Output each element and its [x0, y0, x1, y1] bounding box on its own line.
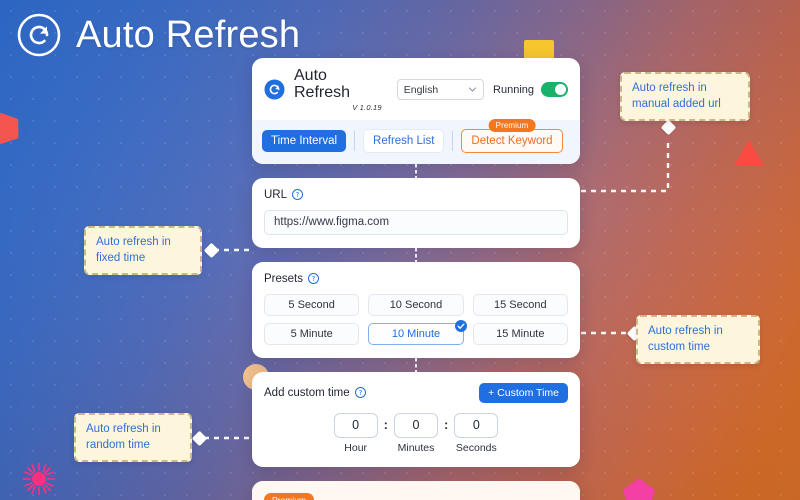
language-select[interactable]: English — [396, 79, 485, 101]
help-circle-icon[interactable]: ? — [308, 273, 319, 285]
preset-option[interactable]: 5 Second — [264, 293, 360, 316]
help-circle-icon[interactable]: ? — [354, 387, 366, 399]
toggle-knob — [555, 84, 566, 96]
tab-divider — [452, 130, 454, 151]
seconds-stepper: 0 Seconds — [454, 412, 499, 454]
time-separator: : — [383, 416, 388, 432]
minutes-stepper: 0 Minutes — [394, 412, 438, 454]
decorative-pentagon-red — [0, 108, 24, 146]
hour-stepper: 0 Hour — [333, 412, 378, 454]
presets-card-body: Presets ? 5 Second 10 Second 15 Second 5… — [252, 262, 580, 358]
minutes-input[interactable]: 0 — [394, 412, 438, 438]
hour-caption: Hour — [344, 441, 368, 454]
presets-label-row: Presets ? — [264, 273, 568, 285]
custom-time-inputs: 0 Hour : 0 Minutes : 0 Seconds — [264, 412, 568, 454]
presets-grid: 5 Second 10 Second 15 Second 5 Minute 10… — [264, 293, 568, 345]
chevron-down-icon — [468, 85, 477, 94]
app-name: Auto Refresh — [294, 67, 351, 101]
connector-diamond-random-time — [191, 430, 208, 447]
decorative-pentagon-pink — [623, 478, 655, 500]
svg-text:?: ? — [296, 191, 300, 199]
url-card-body: URL ? https://www.figma.com — [252, 178, 580, 248]
tab-refresh-list[interactable]: Refresh List — [363, 128, 445, 153]
tab-time-interval[interactable]: Time Interval — [262, 129, 347, 152]
url-label: URL — [264, 188, 288, 201]
custom-time-card-body: Add custom time ? + Custom Time 0 Hour :… — [252, 372, 580, 467]
custom-time-card: Add custom time ? + Custom Time 0 Hour :… — [252, 357, 580, 467]
callout-custom-time: Auto refresh in custom time — [636, 315, 760, 365]
add-custom-time-button[interactable]: + Custom Time — [479, 382, 568, 403]
callout-random-time: Auto refresh in random time — [74, 413, 192, 463]
tab-detect-keyword[interactable]: Premium Detect Keyword — [461, 118, 563, 153]
svg-text:?: ? — [312, 275, 316, 283]
connector-diamond-fixed-time — [203, 242, 220, 259]
preset-option[interactable]: 15 Second — [472, 293, 568, 316]
preset-option-label: 10 Minute — [391, 327, 441, 340]
help-circle-icon[interactable]: ? — [292, 189, 304, 201]
premium-badge: Premium — [488, 118, 536, 132]
presets-card: Presets ? 5 Second 10 Second 15 Second 5… — [252, 247, 580, 358]
callout-manual-added-url: Auto refresh in manual added url — [620, 72, 750, 122]
extension-panel: Auto Refresh V 1.0.19 English Running Ti… — [252, 58, 580, 500]
refresh-circle-icon — [264, 79, 285, 100]
panel-tabs: Time Interval Refresh List Premium Detec… — [252, 118, 580, 164]
refresh-circle-icon — [16, 12, 62, 58]
url-card: URL ? https://www.figma.com — [252, 163, 580, 248]
tab-detect-keyword-label: Detect Keyword — [471, 134, 553, 147]
decorative-starburst-pink — [22, 462, 56, 496]
custom-time-header: Add custom time ? + Custom Time — [264, 382, 568, 403]
url-label-row: URL ? — [264, 189, 568, 201]
callout-fixed-time: Auto refresh in fixed time — [84, 226, 202, 276]
app-version: V 1.0.19 — [352, 102, 382, 112]
seconds-caption: Seconds — [455, 441, 497, 454]
language-select-value: English — [403, 83, 439, 96]
preset-option[interactable]: 5 Minute — [264, 322, 360, 345]
check-icon — [454, 319, 467, 332]
minutes-caption: Minutes — [397, 441, 435, 454]
preset-option-selected[interactable]: 10 Minute — [368, 319, 467, 345]
running-status: Running — [493, 82, 568, 98]
connector-diamond-manual-url — [660, 119, 677, 136]
premium-badge: Premium — [264, 492, 315, 500]
tab-divider — [354, 130, 356, 151]
preset-option[interactable]: 10 Second — [368, 293, 464, 316]
url-input[interactable]: https://www.figma.com — [264, 209, 568, 235]
running-label: Running — [493, 83, 534, 96]
seconds-input[interactable]: 0 — [454, 412, 499, 438]
card-connector — [415, 163, 417, 178]
random-interval-card: Premium Random Interval ? + Random Time … — [252, 480, 580, 500]
panel-header-card: Auto Refresh V 1.0.19 English Running Ti… — [252, 58, 580, 164]
brand-header: Auto Refresh — [16, 12, 300, 58]
random-interval-header: Premium Random Interval ? + Random Time — [252, 480, 580, 500]
card-connector — [415, 357, 417, 372]
preset-option[interactable]: 15 Minute — [472, 322, 568, 345]
decorative-triangle-red — [734, 140, 764, 166]
app-name-block: Auto Refresh V 1.0.19 — [294, 67, 382, 112]
panel-header-top: Auto Refresh V 1.0.19 English Running — [252, 58, 580, 120]
svg-text:?: ? — [358, 389, 362, 397]
time-separator: : — [444, 416, 449, 432]
card-connector — [415, 247, 417, 262]
presets-label: Presets — [264, 272, 303, 285]
hour-input[interactable]: 0 — [333, 412, 378, 438]
page-title: Auto Refresh — [76, 13, 301, 56]
custom-time-label: Add custom time — [264, 386, 350, 399]
running-toggle[interactable] — [541, 82, 568, 98]
